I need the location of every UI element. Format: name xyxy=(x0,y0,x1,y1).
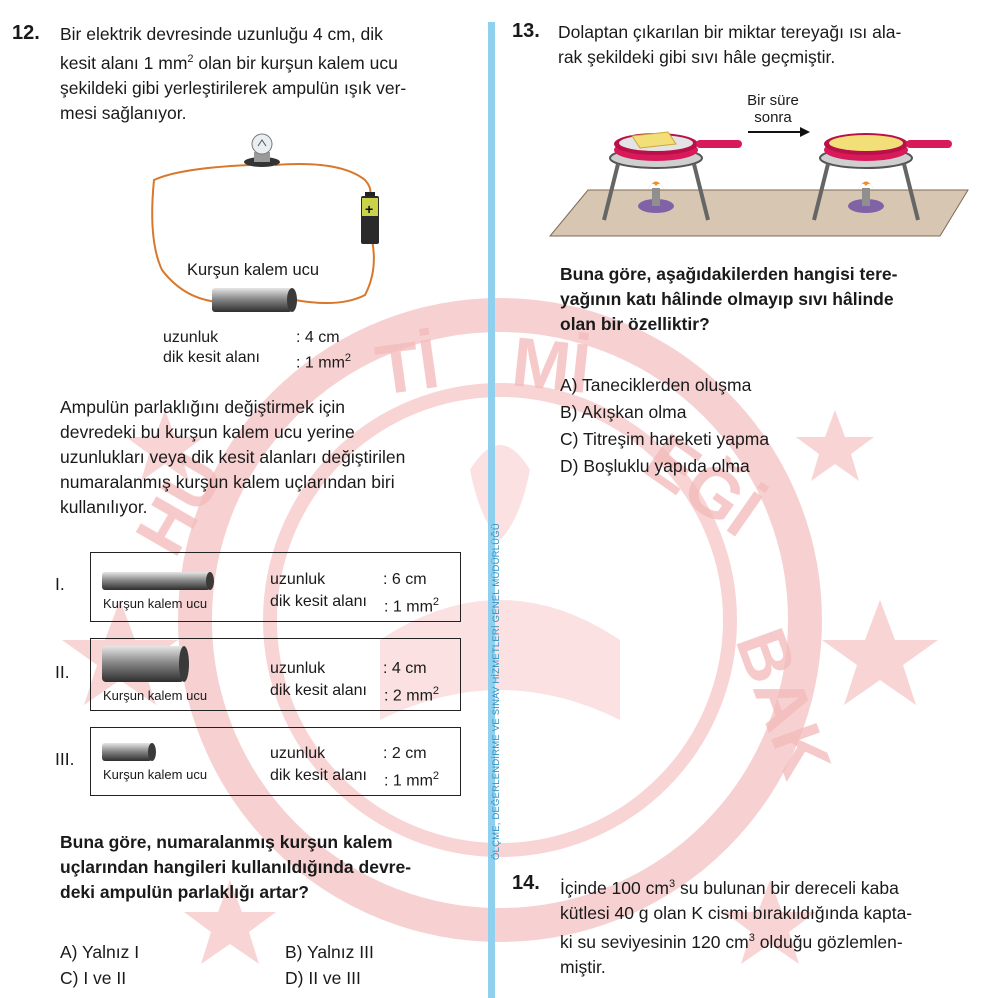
q13-option-a[interactable]: A) Taneciklerden oluşma xyxy=(560,375,752,395)
item-1-lead-shape xyxy=(102,572,214,590)
q13-number: 13. xyxy=(512,20,540,42)
q13-intro: Dolaptan çıkarılan bir miktar tereyağı ı… xyxy=(558,22,902,67)
q12-body: Ampulün parlaklığını değiştirmek için de… xyxy=(60,397,406,517)
q14-text: İçinde 100 cm3 su bulunan bir dereceli k… xyxy=(560,877,913,977)
figure-label: Kurşun kalem ucu xyxy=(187,261,320,279)
svg-text:Tİ: Tİ xyxy=(371,324,443,410)
lamp-icon xyxy=(244,133,280,167)
figure-area-value: : 1 mm2 xyxy=(296,352,352,372)
figure-area-key: dik kesit alanı xyxy=(163,349,260,366)
q12-question: Buna göre, numaralanmış kurşun kalem uçl… xyxy=(60,832,412,902)
item-1-box xyxy=(90,552,461,622)
item-2-box xyxy=(90,638,461,711)
item-1-area-key: dik kesit alanı xyxy=(270,593,367,610)
item-2-length-key: uzunluk xyxy=(270,660,326,677)
figure-length-key: uzunluk xyxy=(163,329,219,346)
q13-option-d[interactable]: D) Boşluklu yapıda olma xyxy=(560,456,750,476)
q13-arrow-label: Bir süre sonra xyxy=(747,92,799,126)
column-divider xyxy=(488,22,495,998)
item-3-area-value: : 1 mm2 xyxy=(384,770,440,790)
item-1-area-value: : 1 mm2 xyxy=(384,596,440,616)
svg-text:Mİ: Mİ xyxy=(508,322,593,408)
item-1-length-key: uzunluk xyxy=(270,571,326,588)
q12-option-a[interactable]: A) Yalnız I xyxy=(60,942,140,962)
q12-option-c[interactable]: C) I ve II xyxy=(60,968,127,988)
battery-icon xyxy=(361,192,379,244)
solid-butter-shape xyxy=(631,131,677,149)
pan-right xyxy=(824,133,952,161)
item-2-length-value: : 4 cm xyxy=(383,660,427,677)
item-3-roman: III. xyxy=(55,749,75,769)
q12-intro: Bir elektrik devresinde uzunluğu 4 cm, d… xyxy=(60,24,407,123)
side-org-text: ÖLÇME, DEĞERLENDİRME VE SINAV HİZMETLERİ… xyxy=(491,523,502,860)
circuit-figure: + xyxy=(151,133,379,312)
item-1-label: Kurşun kalem ucu xyxy=(103,596,208,611)
item-3-length-key: uzunluk xyxy=(270,745,326,762)
item-2-lead-shape xyxy=(102,646,189,682)
figure-length-value: : 4 cm xyxy=(296,329,340,346)
q12-option-d[interactable]: D) II ve III xyxy=(285,968,361,988)
q13-option-b[interactable]: B) Akışkan olma xyxy=(560,402,687,422)
item-3-label: Kurşun kalem ucu xyxy=(103,767,208,782)
svg-text:BAK: BAK xyxy=(721,618,846,787)
item-3-box xyxy=(90,727,461,796)
q13-option-c[interactable]: C) Titreşim hareketi yapma xyxy=(560,429,770,449)
butter-melting-figure xyxy=(548,127,969,237)
pencil-lead-shape xyxy=(212,288,297,312)
q12-option-b[interactable]: B) Yalnız III xyxy=(285,942,374,962)
q12-number: 12. xyxy=(12,22,40,44)
item-2-label: Kurşun kalem ucu xyxy=(103,688,208,703)
item-1-roman: I. xyxy=(55,574,65,594)
pan-left xyxy=(614,131,742,161)
item-3-area-key: dik kesit alanı xyxy=(270,767,367,784)
item-3-length-value: : 2 cm xyxy=(383,745,427,762)
melted-butter-shape xyxy=(829,135,903,151)
svg-text:+: + xyxy=(365,201,373,217)
item-2-area-value: : 2 mm2 xyxy=(384,685,440,705)
item-1-length-value: : 6 cm xyxy=(383,571,427,588)
q13-question: Buna göre, aşağıdakilerden hangisi tere-… xyxy=(560,264,898,334)
item-3-lead-shape xyxy=(102,743,156,761)
item-2-area-key: dik kesit alanı xyxy=(270,682,367,699)
q14-number: 14. xyxy=(512,872,540,894)
item-2-roman: II. xyxy=(55,662,70,682)
